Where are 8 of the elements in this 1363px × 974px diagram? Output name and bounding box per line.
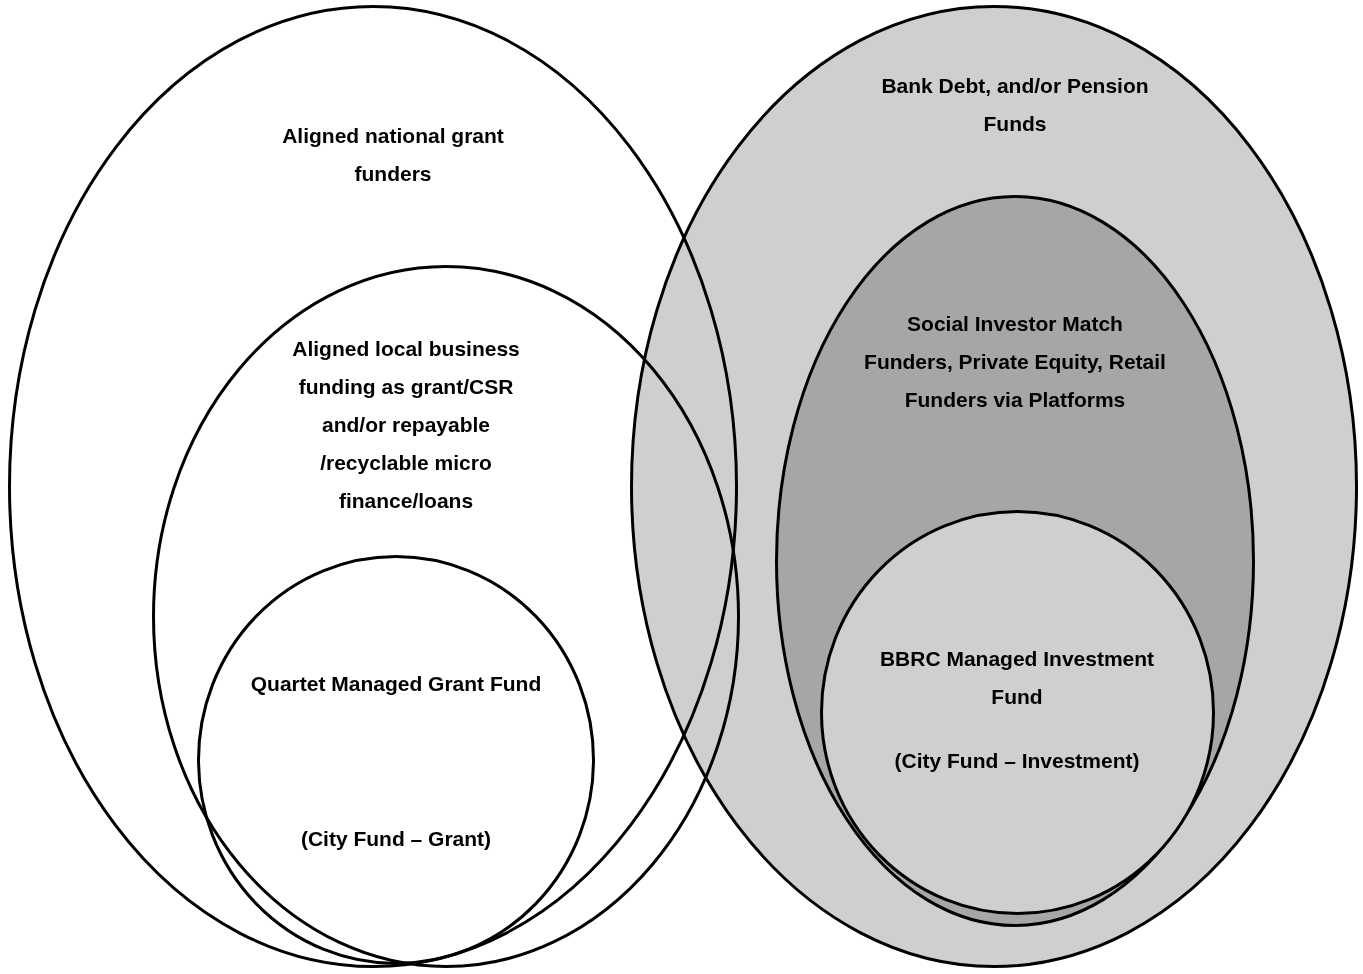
region-label: BBRC Managed Investment Fund [878,646,1156,710]
region-label: Aligned national grant funders [281,123,505,187]
region-label: Social Investor Match Funders, Private Equity, Retail Funders via Platforms [863,311,1167,413]
region-label: (City Fund – Grant) [299,826,493,852]
region-label: Aligned local business funding as grant/CSR and/or repayable /recyclable micro finance/loans [291,336,521,514]
region-label: Bank Debt, and/or Pension Funds [880,73,1150,137]
region-label: (City Fund – Investment) [893,748,1141,774]
region-label: Quartet Managed Grant Fund [249,671,543,697]
